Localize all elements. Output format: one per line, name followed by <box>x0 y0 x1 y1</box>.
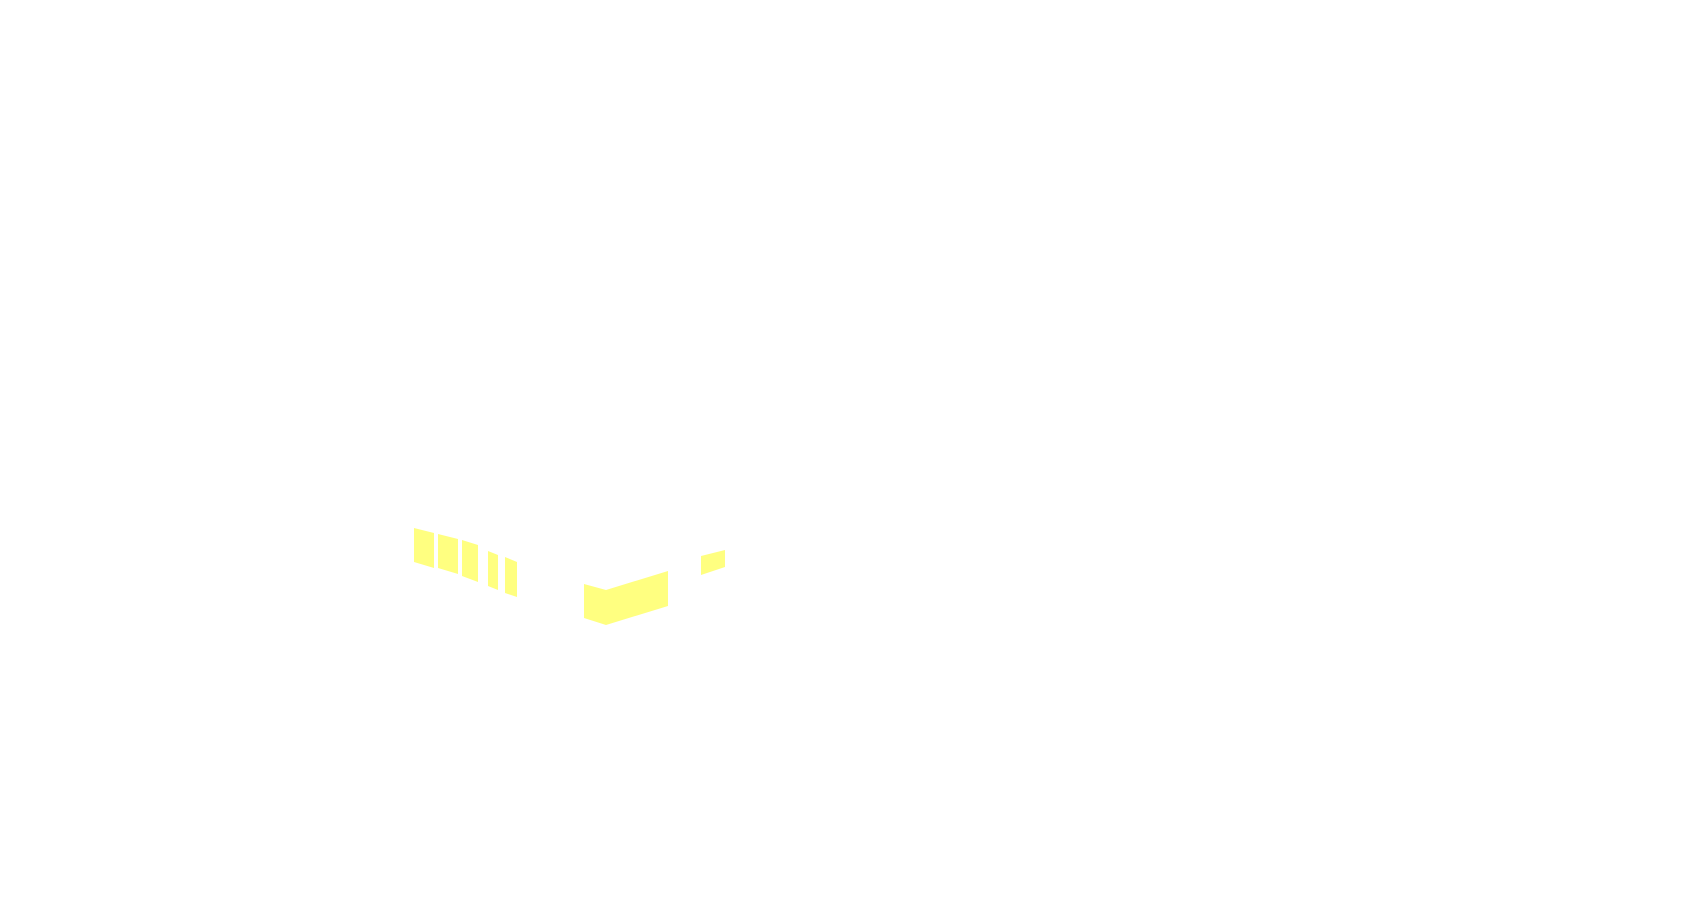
center-chevron <box>584 571 668 625</box>
fragment-strip <box>438 534 458 574</box>
fragment-strip <box>488 551 498 590</box>
fragment-block <box>701 550 725 575</box>
right-fragment <box>701 550 725 575</box>
fragment-strip <box>462 540 478 582</box>
fragment-strip <box>505 557 517 597</box>
fragment-chevron <box>584 571 668 625</box>
left-strips <box>414 528 517 597</box>
fragment-strip <box>414 528 434 568</box>
